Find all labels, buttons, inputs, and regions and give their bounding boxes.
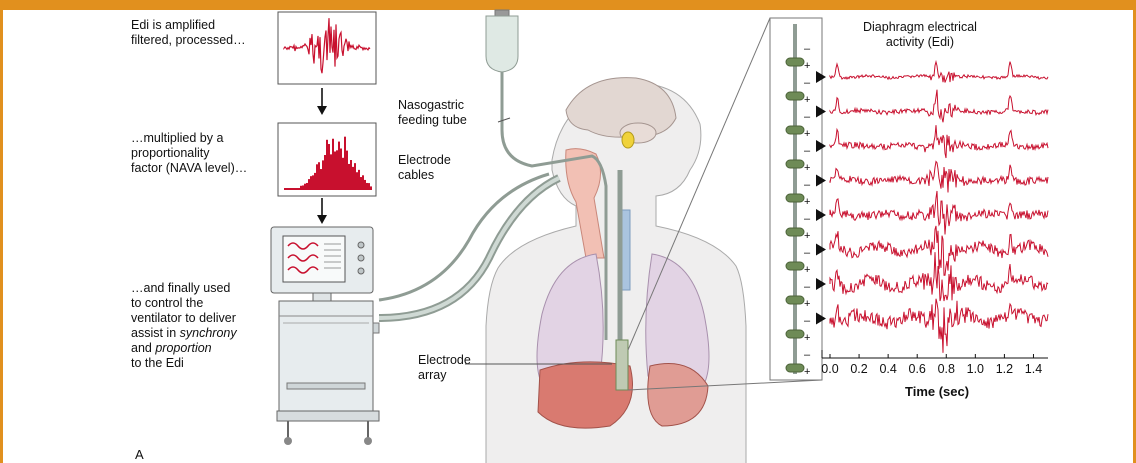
scaled-bar (284, 188, 286, 190)
scaled-bar (310, 176, 312, 190)
x-axis-ticks: 0.0 0.2 0.4 0.6 0.8 1.0 1.2 1.4 (821, 354, 1042, 376)
scaled-bar (292, 188, 294, 190)
scaled-bar (346, 151, 348, 190)
scaled-bar (338, 142, 340, 190)
electrode-ring (786, 330, 804, 338)
scaled-bar (350, 160, 352, 190)
scaled-bar (360, 177, 362, 190)
scaled-bar (308, 179, 310, 190)
scaled-bar (358, 170, 360, 190)
x-tick-label: 0.0 (821, 362, 838, 376)
scaled-bar (352, 167, 354, 190)
scaled-bar (312, 175, 314, 190)
electrode-array-probe (616, 340, 628, 390)
scaled-bar (302, 185, 304, 190)
electrode-ring (786, 262, 804, 270)
feeding-bag-icon (486, 10, 518, 84)
scaled-bar (320, 169, 322, 190)
electrode-sign: – (804, 349, 811, 361)
x-tick-label: 1.4 (1025, 362, 1042, 376)
scaled-bar (332, 139, 334, 190)
edi-traces (830, 62, 1048, 353)
electrode-sign: + (804, 332, 810, 344)
scaled-bar (322, 160, 324, 190)
electrode-ring (786, 228, 804, 236)
arrow-down-icon (317, 88, 327, 115)
x-tick-label: 0.6 (909, 362, 926, 376)
scaled-bar (342, 158, 344, 190)
x-tick-label: 1.2 (996, 362, 1013, 376)
scaled-bar (304, 184, 306, 190)
electrode-ring (786, 160, 804, 168)
electrode-sign: + (804, 196, 810, 208)
scaled-bar (366, 183, 368, 190)
electrode-sign: + (804, 162, 810, 174)
x-tick-label: 0.2 (850, 362, 867, 376)
scaled-bar (330, 154, 332, 190)
electrode-sign: + (804, 298, 810, 310)
edi-channel-trace (830, 90, 1048, 123)
scaled-bar (364, 180, 366, 190)
edi-channel-trace (830, 226, 1048, 275)
electrode-sign: – (804, 179, 811, 191)
arrow-down-icon (317, 198, 327, 224)
scaled-bar (336, 150, 338, 190)
electrode-sign: – (804, 281, 811, 293)
scaled-bar (356, 172, 358, 190)
scaled-bar (288, 188, 290, 190)
scaled-bar (290, 188, 292, 190)
scaled-bar (314, 173, 316, 190)
electrode-sign: – (804, 77, 811, 89)
scaled-bar (298, 188, 300, 190)
electrode-sign: – (804, 315, 811, 327)
scaled-bar (354, 163, 356, 190)
electrode-sign: – (804, 213, 811, 225)
electrode-sign: – (804, 43, 811, 55)
scaled-bar (294, 188, 296, 190)
scaled-bar (368, 183, 370, 190)
scaled-bar (334, 152, 336, 190)
electrode-sign: – (804, 111, 811, 123)
scaled-bar (344, 137, 346, 190)
scaled-bar (286, 188, 288, 190)
electrode-ring (786, 296, 804, 304)
edi-channel-trace (830, 62, 1048, 83)
electrode-sign: + (804, 366, 810, 378)
x-tick-label: 0.4 (879, 362, 896, 376)
scaled-bar (328, 144, 330, 190)
scaled-bar (370, 186, 372, 190)
scaled-bar (296, 188, 298, 190)
scaled-bar (326, 140, 328, 190)
scaled-bar (306, 183, 308, 190)
scaled-bar (340, 149, 342, 190)
scaled-bar (324, 155, 326, 190)
patient-body (486, 78, 746, 463)
scaled-bar (316, 164, 318, 190)
edi-channel-trace (830, 191, 1048, 235)
edi-channel-trace (830, 162, 1048, 193)
edi-channel-trace (830, 125, 1048, 158)
electrode-ring (786, 126, 804, 134)
electrode-sign: + (804, 60, 810, 72)
x-tick-label: 0.8 (938, 362, 955, 376)
electrode-sign: – (804, 247, 811, 259)
scaled-bar (318, 162, 320, 190)
ventilator-icon (271, 227, 379, 445)
electrode-sign: + (804, 264, 810, 276)
scaled-bar (362, 175, 364, 190)
x-tick-label: 1.0 (967, 362, 984, 376)
electrode-ring (786, 364, 804, 372)
scaled-bar (300, 186, 302, 190)
electrode-sign: + (804, 128, 810, 140)
scaled-bar (348, 164, 350, 190)
electrode-sign: + (804, 94, 810, 106)
edi-channel-trace (830, 299, 1048, 353)
electrode-ring (786, 194, 804, 202)
electrode-sign: – (804, 145, 811, 157)
electrode-ring (786, 58, 804, 66)
electrode-sign: + (804, 230, 810, 242)
electrode-ring (786, 92, 804, 100)
